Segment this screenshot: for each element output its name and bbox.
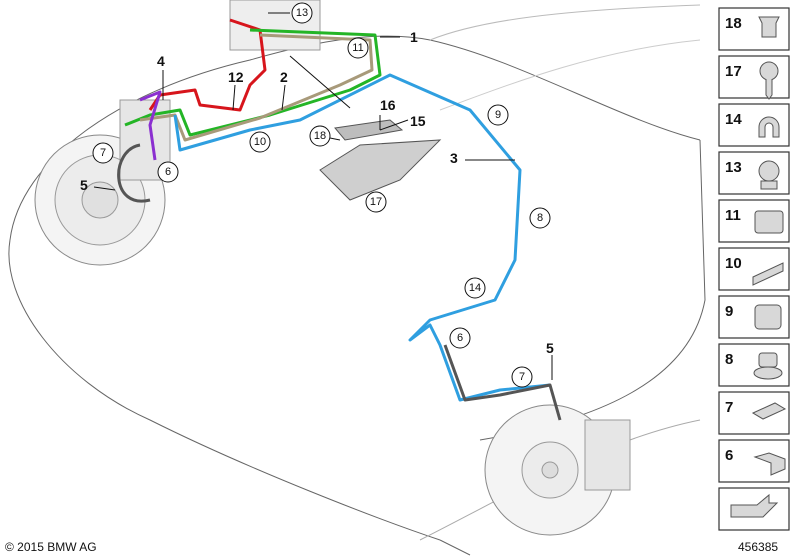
part-cell-box (718, 7, 790, 51)
part-number: 17 (725, 63, 742, 80)
callout-17: 17 (370, 196, 382, 208)
callout-7-rear: 7 (100, 147, 106, 159)
callout-1: 1 (410, 29, 418, 45)
part-cell-arrow (718, 487, 790, 531)
heat-shield (319, 119, 442, 201)
callout-3: 3 (450, 150, 458, 166)
spring-clip-icon (751, 402, 787, 420)
part-cell-18: 18 (718, 7, 790, 51)
arrow-icon (730, 493, 779, 518)
part-cell-14: 14 (718, 103, 790, 147)
part-number: 13 (725, 159, 742, 176)
callout-7-front: 7 (519, 371, 525, 383)
callout-5-rear: 5 (80, 177, 88, 193)
hose-clamp-icon (758, 160, 780, 190)
part-cell-9: 9 (718, 295, 790, 339)
flex-hose-front (443, 344, 562, 421)
line-holder-icon (754, 210, 784, 234)
part-number: 18 (725, 15, 742, 32)
callout-9: 9 (495, 109, 501, 121)
part-cell-13: 13 (718, 151, 790, 195)
callout-6-front: 6 (457, 332, 463, 344)
brake-lines (117, 18, 562, 421)
clip-holder-icon (754, 304, 782, 330)
callout-6-rear: 6 (165, 166, 171, 178)
brake-line-red (148, 18, 267, 112)
part-cell-10: 10 (718, 247, 790, 291)
push-rivet-icon (758, 16, 780, 38)
callout-4: 4 (157, 53, 165, 69)
callout-16: 16 (380, 97, 396, 113)
callout-12: 12 (228, 69, 244, 85)
part-number: 9 (725, 303, 733, 320)
grommet-clip-icon (753, 352, 783, 380)
callout-8: 8 (537, 212, 543, 224)
brake-line-blue (173, 73, 551, 402)
part-number: 10 (725, 255, 742, 272)
part-number: 6 (725, 447, 733, 464)
flex-hose-rear (117, 143, 151, 203)
callout-15: 15 (410, 113, 426, 129)
brake-line-tan (139, 33, 374, 142)
screw-icon (759, 61, 779, 100)
bracket-clip-icon (753, 452, 786, 476)
callout-18: 18 (314, 130, 326, 142)
parts-panel: 18 17 14 13 11 10 9 8 7 6 (718, 7, 790, 531)
diagram-id: 456385 (738, 540, 779, 554)
callout-11: 11 (352, 42, 363, 54)
circled-callouts (92, 2, 551, 388)
part-number: 14 (725, 111, 742, 128)
callout-2: 2 (280, 69, 288, 85)
part-cell-8: 8 (718, 343, 790, 387)
part-cell-17: 17 (718, 55, 790, 100)
right-brake-disc (484, 404, 631, 536)
copyright-text: © 2015 BMW AG (5, 540, 97, 554)
part-cell-6: 6 (718, 439, 790, 483)
part-cell-7: 7 (718, 391, 790, 435)
callout-5-front: 5 (546, 340, 554, 356)
part-cell-11: 11 (718, 199, 790, 243)
callout-13: 13 (296, 7, 308, 19)
part-number: 11 (725, 207, 741, 224)
callout-14: 14 (469, 282, 481, 294)
callout-10: 10 (254, 136, 266, 148)
brake-line-purple (139, 90, 162, 161)
part-number: 8 (725, 351, 733, 368)
multi-line-holder-icon (752, 262, 784, 286)
pipe-clip-icon (758, 116, 780, 138)
leader-lines (93, 12, 553, 380)
part-cell-box (718, 55, 790, 99)
part-number: 7 (725, 399, 733, 416)
